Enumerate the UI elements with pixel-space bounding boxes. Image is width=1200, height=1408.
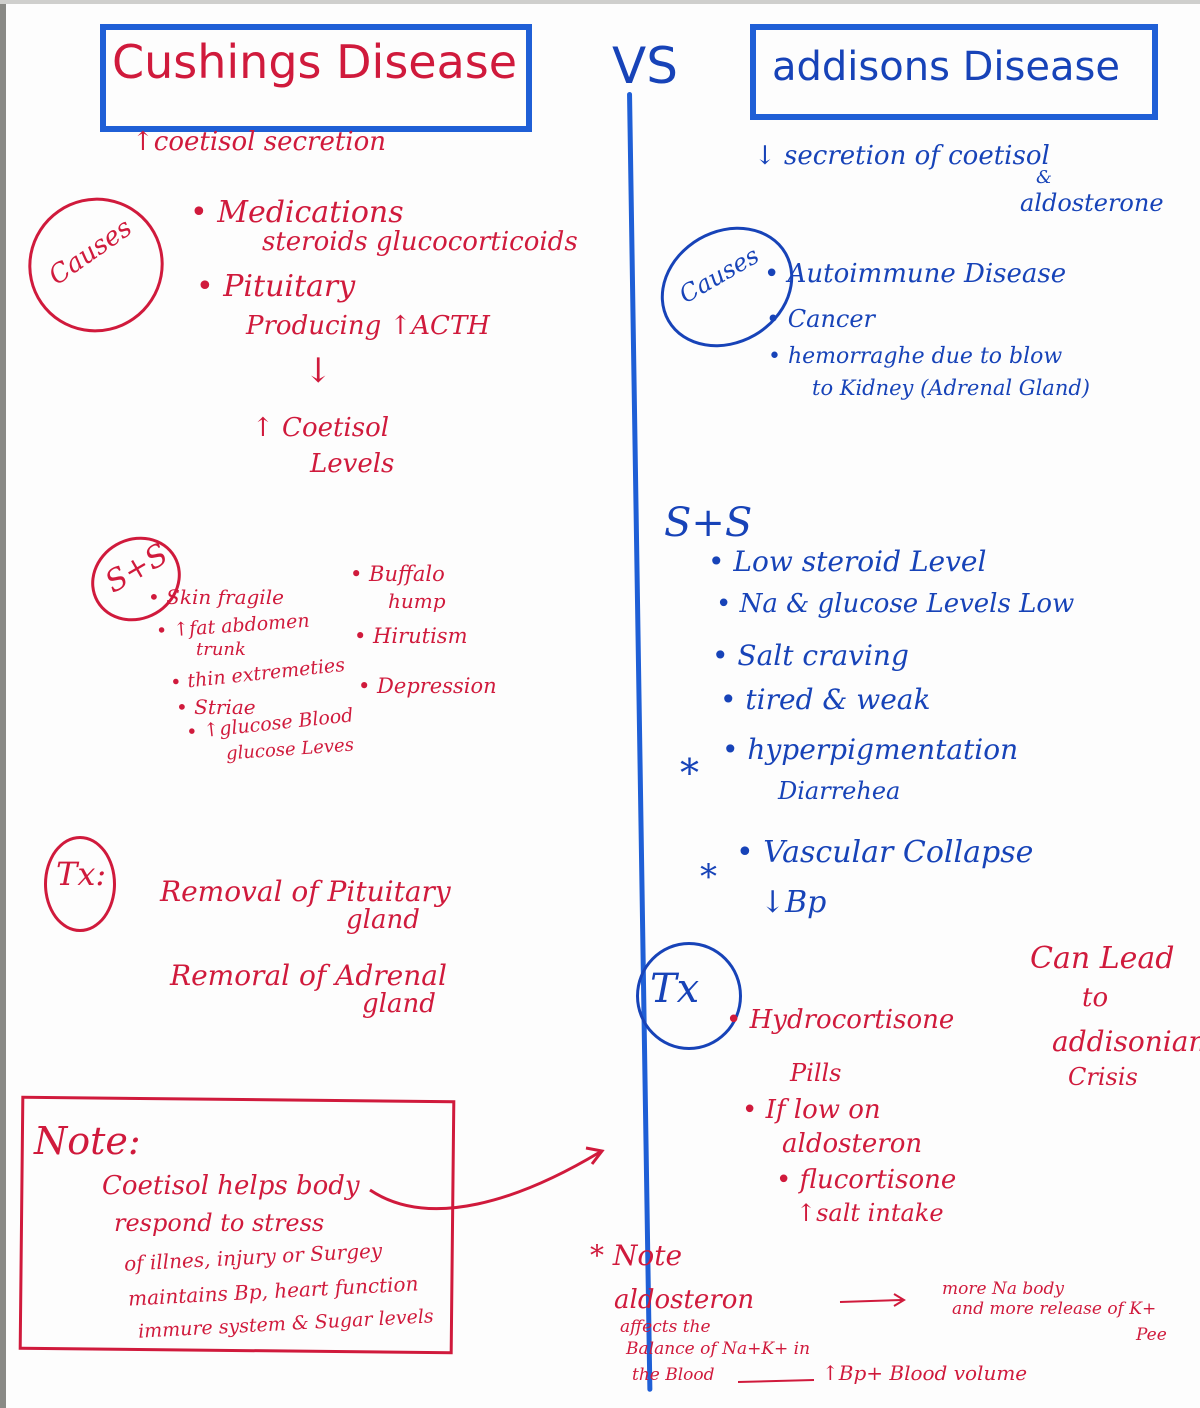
addisons-sts-3: • Salt craving [712,639,909,672]
blood-effect-line [737,1379,815,1383]
board-left-edge [0,0,6,1408]
cushings-note-1: Coetisol helps body [102,1171,360,1201]
addisons-title: addisons Disease [772,44,1120,90]
addisons-tx-label: Tx [650,966,700,1012]
addisons-star-1: * [680,751,699,795]
addisons-cause-3b: to Kidney (Adrenal Gland) [812,376,1090,400]
addisons-tx-3b: ↑salt intake [796,1199,944,1227]
addisons-sts-6: Diarrehea [778,777,901,805]
addisons-note-bottom: ↑Bp+ Blood volume [822,1361,1028,1385]
addisons-note-1: aldosteron [614,1285,755,1315]
addisons-subtitle-3: aldosterone [1020,189,1164,217]
cushings-sts-r2: hump [388,589,446,613]
cushings-tx-circle [44,836,116,932]
addisons-can-lead-3: addisonian [1052,1025,1200,1058]
addisons-cause-1: • Autoimmune Disease [764,259,1067,289]
cushings-cause-1: • Medications [190,195,404,230]
cushings-note-title: Note: [34,1119,141,1163]
addisons-cause-3: • hemorraghe due to blow [768,344,1063,369]
addisons-sts-1: • Low steroid Level [708,545,987,578]
addisons-sts-4: • tired & weak [720,683,931,716]
addisons-tx-1b: Pills [790,1059,842,1087]
cushings-cause-result-2: Levels [310,449,395,479]
cushings-cause-result: ↑ Coetisol [252,413,390,443]
cushings-tx-label: Tx: [56,855,107,893]
cushings-cause-1-detail: steroids glucocorticoids [262,227,578,257]
board-top-edge [0,0,1200,4]
addisons-note-right-3: Pee [1136,1325,1167,1345]
addisons-tx-circle [636,942,742,1050]
addisons-note-3: Balance of Na+K+ in [626,1339,811,1359]
addisons-sts-5: • hyperpigmentation [722,733,1019,766]
cushings-note-2: respond to stress [114,1209,325,1237]
addisons-can-lead-1: Can Lead [1030,941,1175,976]
aldosteron-effect-arrowhead [893,1293,906,1307]
aldosteron-effect-arrow [839,1299,903,1303]
cushings-sts-r4: • Depression [358,674,497,698]
cushings-tx-1b: gland [346,905,420,935]
addisons-note-right-2: and more release of K+ [952,1299,1157,1319]
addisons-cause-2: • Cancer [766,305,876,333]
addisons-note-4: the Blood [632,1365,715,1385]
addisons-star-2: * [700,857,717,897]
cushings-sts-l1: • Skin fragile [148,585,284,609]
vs-label: VS [612,37,678,95]
addisons-title-box [750,24,1158,120]
cushings-sts-r3: • Hirutism [354,624,468,648]
addisons-tx-2: • If low on [742,1095,881,1125]
cushings-sts-l5: • Striae [176,695,256,719]
cushings-tx-2b: gland [362,989,436,1019]
cushings-sts-l3: trunk [196,639,246,660]
addisons-sts-7: • Vascular Collapse [736,835,1034,870]
note-connector-arrow [369,1150,601,1210]
addisons-sts-8: ↓Bp [760,885,827,920]
addisons-sts-label: S+S [664,500,753,546]
addisons-note-title: * Note [590,1239,683,1272]
addisons-tx-3: • flucortisone [776,1165,957,1195]
cushings-cause-2-detail: Producing ↑ACTH [246,311,490,341]
cushings-subtitle: ↑coetisol secretion [132,127,386,157]
addisons-sts-2: • Na & glucose Levels Low [716,589,1075,619]
cushings-tx-1: Removal of Pituitary [160,875,451,908]
note-connector-arrowhead [585,1146,605,1165]
addisons-tx-1: • Hydrocortisone [726,1005,955,1035]
cushings-tx-2: Remoral of Adrenal [170,959,447,992]
addisons-can-lead-4: Crisis [1068,1063,1138,1091]
addisons-subtitle-2: & [1036,167,1053,188]
addisons-note-right-1: more Na body [942,1279,1064,1299]
addisons-subtitle-1: ↓ secretion of coetisol [754,141,1050,171]
cushings-title: Cushings Disease [112,35,518,89]
cushings-cause-arrow: ↓ [304,351,333,391]
cushings-title-box [100,24,532,132]
cushings-cause-2: • Pituitary [196,269,356,304]
cushings-sts-r1: • Buffalo [350,562,445,586]
addisons-note-2: affects the [620,1317,711,1337]
addisons-can-lead-2: to [1082,983,1109,1013]
addisons-tx-2b: aldosteron [782,1129,923,1159]
